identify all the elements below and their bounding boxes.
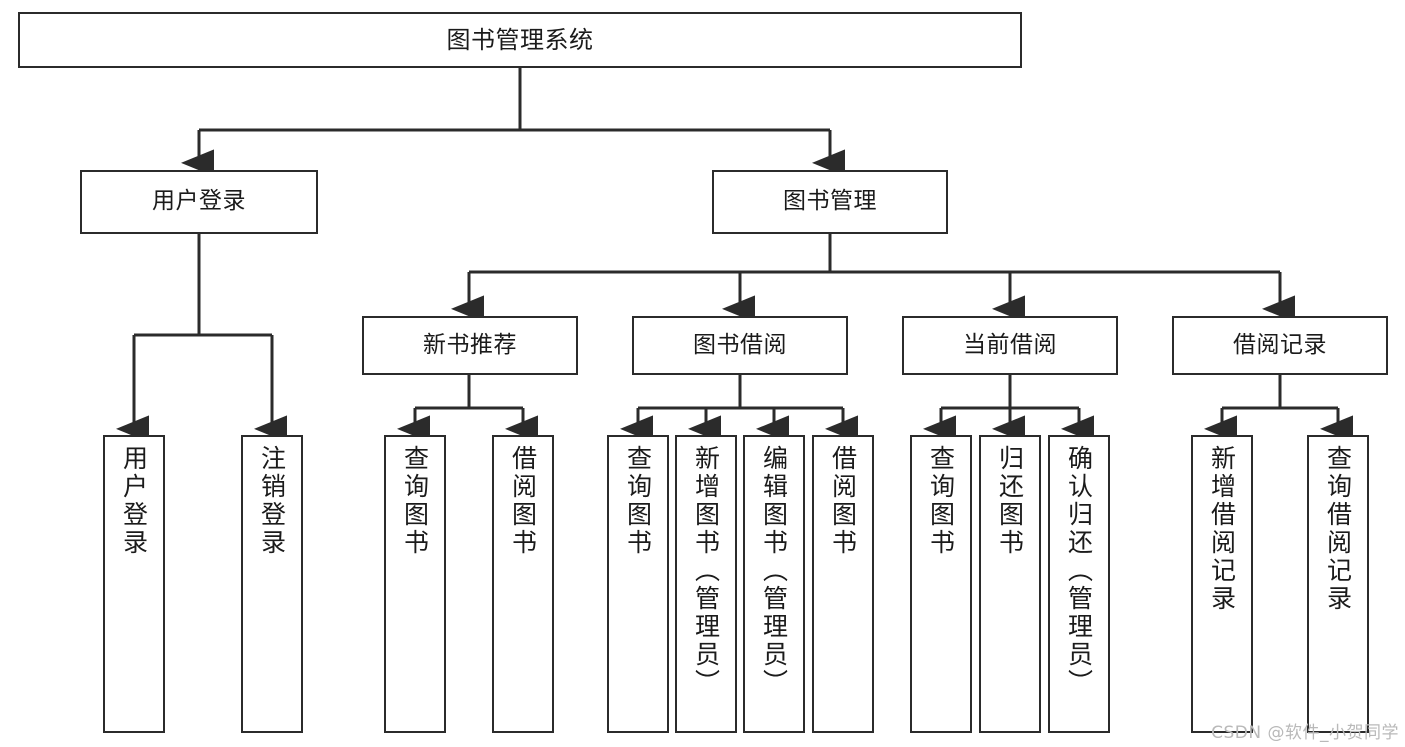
- node-leaf-borrow-book-rec[interactable]: 借阅图书: [492, 435, 554, 733]
- node-leaf-borrow-book[interactable]: 借阅图书: [812, 435, 874, 733]
- node-label: 图书借阅: [693, 331, 787, 358]
- node-label: 新增图书（管理员）: [691, 445, 721, 697]
- node-label: 新书推荐: [423, 331, 517, 358]
- node-label: 确认归还（管理员）: [1064, 445, 1094, 697]
- node-label: 借阅图书: [828, 445, 858, 557]
- node-leaf-edit-book-admin[interactable]: 编辑图书（管理员）: [743, 435, 805, 733]
- node-label: 借阅记录: [1233, 331, 1327, 358]
- node-label: 用户登录: [119, 445, 149, 557]
- node-label: 查询图书: [400, 445, 430, 557]
- node-label: 注销登录: [257, 445, 287, 557]
- node-label: 用户登录: [152, 188, 246, 215]
- node-leaf-query-borrow-record[interactable]: 查询借阅记录: [1307, 435, 1369, 733]
- node-label: 新增借阅记录: [1207, 445, 1237, 613]
- node-current-borrow[interactable]: 当前借阅: [902, 316, 1118, 375]
- node-label: 查询图书: [926, 445, 956, 557]
- node-leaf-user-login[interactable]: 用户登录: [103, 435, 165, 733]
- node-borrow-record[interactable]: 借阅记录: [1172, 316, 1388, 375]
- node-label: 借阅图书: [508, 445, 538, 557]
- node-book-management[interactable]: 图书管理: [712, 170, 948, 234]
- node-leaf-add-book-admin[interactable]: 新增图书（管理员）: [675, 435, 737, 733]
- watermark-text: CSDN @软件_小贺同学: [1211, 723, 1399, 743]
- node-leaf-query-book-rec[interactable]: 查询图书: [384, 435, 446, 733]
- node-label: 图书管理: [783, 188, 877, 215]
- node-root-system[interactable]: 图书管理系统: [18, 12, 1022, 68]
- node-label: 图书管理系统: [446, 25, 594, 54]
- node-leaf-confirm-return-admin[interactable]: 确认归还（管理员）: [1048, 435, 1110, 733]
- node-label: 编辑图书（管理员）: [759, 445, 789, 697]
- node-label: 当前借阅: [963, 331, 1057, 358]
- node-user-login[interactable]: 用户登录: [80, 170, 318, 234]
- node-label: 查询图书: [623, 445, 653, 557]
- node-leaf-return-book[interactable]: 归还图书: [979, 435, 1041, 733]
- node-new-book-recommend[interactable]: 新书推荐: [362, 316, 578, 375]
- node-leaf-add-borrow-record[interactable]: 新增借阅记录: [1191, 435, 1253, 733]
- node-book-borrow[interactable]: 图书借阅: [632, 316, 848, 375]
- node-label: 归还图书: [995, 445, 1025, 557]
- node-leaf-query-book-borrow[interactable]: 查询图书: [607, 435, 669, 733]
- node-leaf-user-logout[interactable]: 注销登录: [241, 435, 303, 733]
- node-leaf-query-book-current[interactable]: 查询图书: [910, 435, 972, 733]
- node-label: 查询借阅记录: [1323, 445, 1353, 613]
